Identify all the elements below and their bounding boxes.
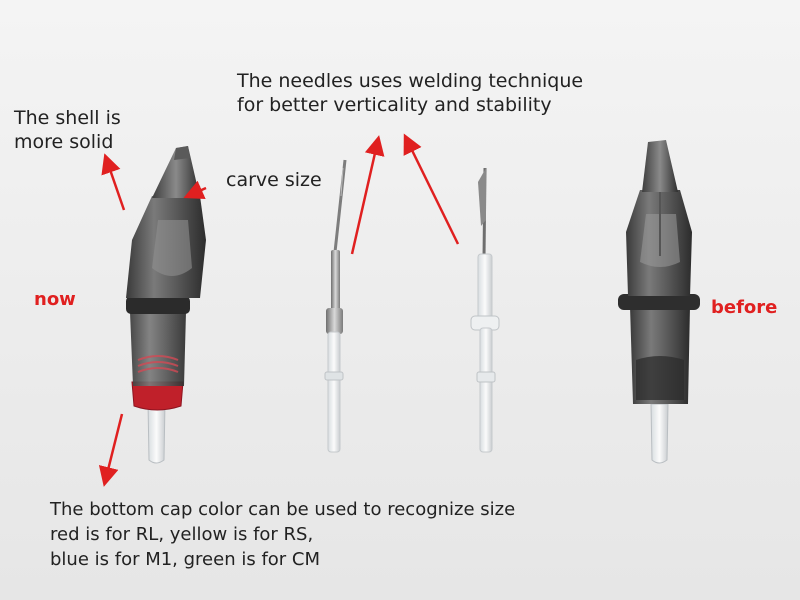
cartridge-before-tip [642, 140, 678, 192]
bottom-cap-note-line3: blue is for M1, green is for CM [50, 549, 321, 570]
shell-note: The shell is more solid [14, 106, 121, 154]
arrow-weld-right [403, 133, 460, 245]
arrow-weld-left [350, 135, 385, 255]
cartridge-now-lower-body [130, 312, 186, 386]
carve-size-note: carve size [226, 169, 322, 191]
welding-note: The needles uses welding technique for b… [237, 69, 583, 117]
welding-note-line1: The needles uses welding technique [237, 70, 584, 92]
welding-note-line2: for better verticality and stability [237, 94, 552, 116]
arrow-cap [98, 413, 124, 487]
cartridge-now-window [152, 220, 192, 276]
cartridge-now-stem [147, 401, 166, 464]
cartridge-now-spring [137, 355, 179, 373]
cartridge-now-collar [126, 296, 190, 314]
bottom-cap-note: The bottom cap color can be used to reco… [50, 497, 515, 572]
cartridge-now [126, 146, 206, 464]
annotation-arrows [98, 133, 460, 487]
bottom-cap-note-line2: red is for RL, yellow is for RS, [50, 524, 314, 545]
arrow-shell [101, 153, 126, 211]
cartridge-now-red-cap [131, 381, 184, 411]
before-label: before [711, 297, 778, 318]
now-label: now [34, 289, 76, 310]
cartridge-before-collar [618, 294, 700, 310]
cartridge-before [618, 140, 700, 464]
arrow-carve [183, 180, 207, 200]
cartridge-before-stem [650, 403, 669, 464]
shell-note-line2: more solid [14, 131, 114, 153]
shell-note-line1: The shell is [14, 107, 121, 129]
needle-clear [470, 167, 500, 453]
bottom-cap-note-line1: The bottom cap color can be used to reco… [50, 499, 516, 520]
needle-metal [324, 159, 347, 453]
